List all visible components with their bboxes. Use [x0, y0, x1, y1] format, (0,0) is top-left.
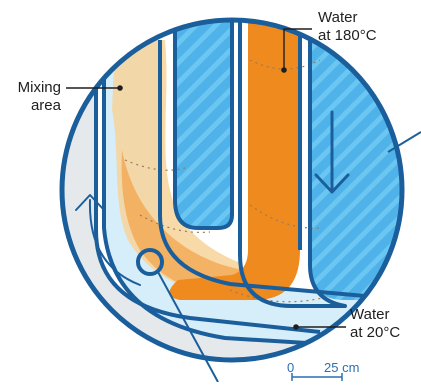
leader-dots: [117, 67, 299, 330]
scale-bar: [291, 373, 343, 381]
hot-water-label-line1: Water: [318, 9, 358, 26]
inner-pipe-left: [175, 20, 232, 228]
hot-water-label-line2: at 180°C: [318, 27, 377, 44]
pipe-outlines: [94, 20, 402, 352]
hot-water-label: Water at 180°C: [318, 9, 377, 45]
marker-pointer-line: [157, 271, 219, 383]
scale-end-label: 25 cm: [324, 360, 360, 375]
mixing-area-label-line1: Mixing: [17, 79, 61, 96]
outer-wall-region: [62, 40, 300, 360]
magnifier-ring: [59, 17, 405, 363]
arrow-down-icon: [314, 110, 350, 194]
curved-arrow-up-icon: [75, 194, 141, 286]
external-pointer-line: [387, 131, 421, 153]
hot-water-stream: [169, 20, 300, 300]
cold-water-label: Water at 20°C: [350, 306, 400, 342]
mixing-area-label-line2: area: [30, 97, 61, 114]
scale-start-label: 0: [287, 360, 295, 375]
cold-water-label-line2: at 20°C: [350, 324, 401, 341]
leader-lines: [66, 28, 346, 328]
lens-content: [62, 20, 402, 360]
cold-water-label-line1: Water: [350, 306, 390, 323]
mixing-plume-warm: [121, 150, 245, 298]
mixing-area-label: Mixing area: [5, 79, 61, 115]
circle-marker-icon: [136, 248, 164, 276]
